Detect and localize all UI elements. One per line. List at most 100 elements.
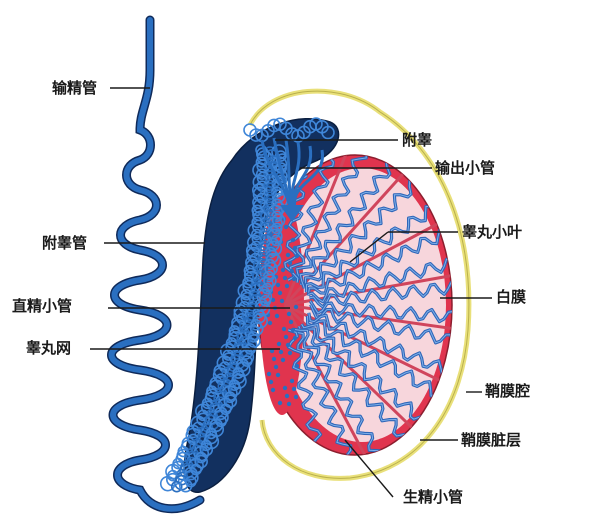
visceral-layer-label: 鞘膜脏层 [461, 431, 522, 449]
rete-dot [271, 356, 277, 362]
efferent-ductule [292, 149, 324, 206]
duct-coil [252, 186, 269, 203]
seminiferous-tubule-lumen [309, 278, 452, 308]
rete-dot [277, 400, 283, 406]
duct-coil [252, 162, 268, 178]
duct-coil [185, 475, 197, 488]
seminiferous-tubules [283, 155, 452, 455]
duct-coil [170, 480, 183, 493]
rete-dot [294, 253, 300, 259]
seminiferous-tubule-lumen [287, 329, 335, 455]
seminiferous-tubule-lumen [310, 304, 452, 349]
rete-dot [294, 363, 300, 369]
rete-dot [286, 401, 292, 407]
seminiferous-tubule-lumen [307, 315, 450, 407]
vas-deferens-label: 输精管 [52, 79, 98, 97]
rete-dot [289, 378, 295, 384]
duct-coil [259, 294, 272, 307]
seminiferous-tubule-lumen [309, 300, 452, 325]
rete-dot [275, 372, 281, 378]
rete-dot [268, 379, 274, 385]
rete-dot [282, 385, 288, 391]
rete-dot [285, 342, 291, 348]
rete-dot [286, 311, 292, 317]
duct-coil [190, 463, 202, 476]
duct-coil [256, 288, 273, 305]
duct-coil [215, 415, 227, 428]
efferent-ductules-label: 输出小管 [435, 159, 496, 177]
leader-lines [90, 87, 492, 498]
duct-coil [241, 355, 253, 367]
seminiferous-tubule-lumen [308, 253, 452, 303]
rete-dot [270, 387, 276, 393]
duct-coil [166, 472, 180, 487]
epididymis-head-label: 附睾 [402, 131, 433, 149]
rete-dot [278, 349, 284, 355]
duct-coil [263, 203, 276, 216]
rete-dot [275, 282, 281, 288]
rete-dot [284, 393, 290, 399]
duct-coil [241, 337, 258, 353]
seminiferous-tubule-lumen [301, 323, 431, 433]
duct-coil [237, 282, 254, 299]
seminiferous-tubule-lumen [284, 155, 315, 281]
seminiferous-tubule-lumen [308, 312, 452, 383]
rete-dot [290, 327, 296, 333]
duct-coil [246, 246, 262, 263]
duct-coil [259, 264, 276, 281]
tubulus-rectus-label: 直精小管 [12, 297, 73, 315]
rete-dot [290, 237, 296, 243]
duct-coil [321, 125, 335, 140]
rete-dot [280, 267, 286, 273]
rete-dot [273, 364, 279, 370]
duct-coil [263, 273, 277, 288]
efferent-convergence [280, 205, 304, 222]
seminiferous-tubule-lumen [293, 328, 389, 455]
rete-dot [287, 350, 293, 356]
duct-coil [219, 343, 236, 359]
duct-coil [256, 263, 268, 276]
duct-coil [270, 222, 283, 235]
rete-dot [289, 268, 295, 274]
seminiferous-tubule-lumen [307, 220, 452, 296]
duct-coil [252, 174, 269, 190]
efferent-ductule [272, 137, 292, 206]
duct-coil [241, 324, 254, 336]
duct-coil [159, 475, 176, 492]
efferent-ductules [260, 137, 324, 222]
rete-dot [282, 275, 288, 281]
duct-coil [219, 403, 232, 416]
duct-coil [270, 234, 283, 247]
rete-dot [292, 335, 298, 341]
rete-dot [284, 283, 290, 289]
seminiferous-tubule-lumen [289, 329, 363, 455]
rete-dot [281, 326, 287, 332]
rete-dot [269, 348, 275, 354]
rete-dot [280, 357, 286, 363]
rete-dot [293, 304, 299, 310]
rete-dot [267, 320, 273, 326]
duct-coil [258, 276, 274, 293]
rete-dot [285, 252, 291, 258]
tunica-albuginea-label: 白膜 [496, 288, 527, 306]
duct-coil [261, 282, 273, 295]
seminiferous-tubule-lumen [296, 155, 377, 286]
duct-coil [255, 168, 268, 180]
duct-coil [255, 144, 267, 156]
rete-dot [283, 334, 289, 340]
rete-dot [266, 371, 272, 377]
duct-coil [263, 215, 276, 228]
duct-coil [178, 478, 193, 493]
duct-coil [247, 234, 263, 251]
duct-coil [255, 156, 268, 168]
rete-dot [270, 297, 276, 303]
rete-dot [283, 224, 289, 230]
rete-dot [291, 386, 297, 392]
rete-testis-label: 睾丸网 [26, 339, 72, 357]
seminiferous-tubule-lumen [298, 326, 412, 452]
rete-dot [288, 319, 294, 325]
duct-coil [238, 349, 255, 365]
duct-coil [256, 171, 271, 185]
